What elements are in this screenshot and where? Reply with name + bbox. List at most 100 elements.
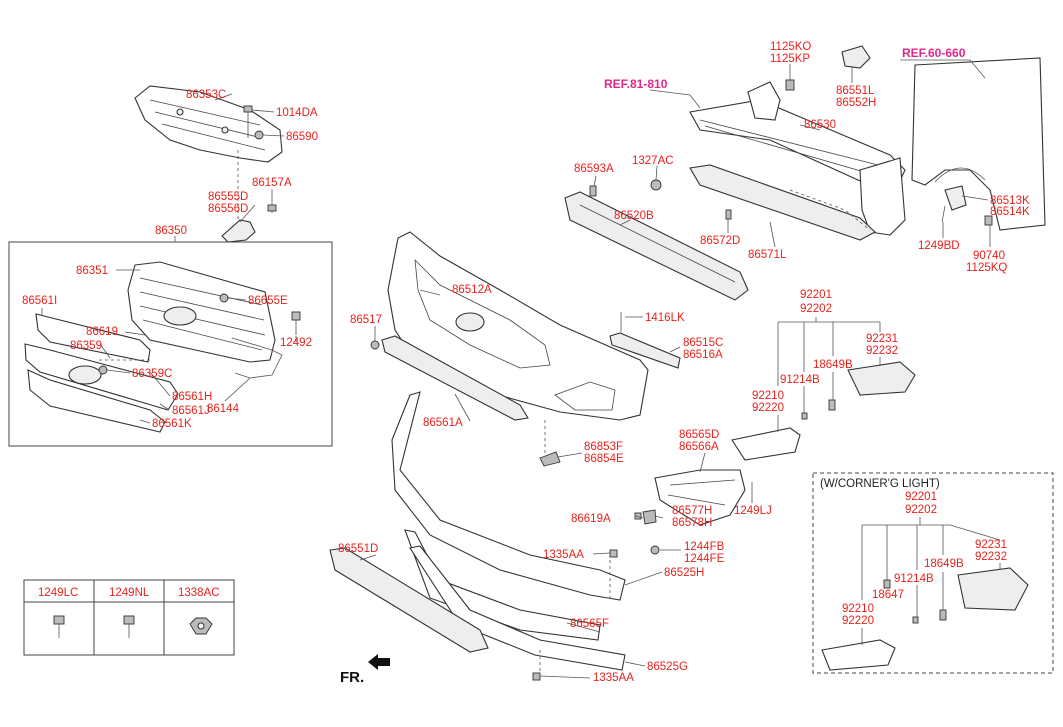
molding-86561K bbox=[27, 369, 166, 433]
label-86513K: 86513K bbox=[990, 195, 1030, 207]
bolt-90740 bbox=[984, 215, 993, 226]
fog-lamp-bracket-92231 bbox=[847, 361, 916, 396]
label-86561A: 86561A bbox=[423, 417, 463, 429]
label-1014DA: 1014DA bbox=[276, 107, 318, 119]
corner-light-title: (W/CORNER'G LIGHT) bbox=[820, 478, 940, 490]
corner-label-92232: 92232 bbox=[975, 551, 1007, 563]
clip-86593A bbox=[589, 185, 597, 197]
clip-86517 bbox=[370, 340, 380, 350]
ref-81-810: REF.81-810 bbox=[604, 77, 668, 91]
label-92201: 92201 bbox=[800, 289, 832, 301]
bumper-cover-86512A bbox=[387, 231, 649, 421]
fender-ref bbox=[911, 57, 1046, 231]
label-86572D: 86572D bbox=[700, 235, 740, 247]
absorber-86571L bbox=[689, 164, 876, 241]
label-86590: 86590 bbox=[286, 131, 318, 143]
label-86551D: 86551D bbox=[338, 543, 378, 555]
fog-lamp-bezel-86565D bbox=[654, 469, 746, 526]
label-86561J: 86561J bbox=[172, 405, 210, 417]
ref-60-660: REF.60-660 bbox=[902, 46, 966, 60]
corner-bulb-18649B bbox=[939, 609, 947, 621]
label-92202: 92202 bbox=[800, 303, 832, 315]
molding-86551D bbox=[329, 547, 489, 653]
bolt-1014DA bbox=[243, 105, 253, 138]
corner-label-91214B: 91214B bbox=[894, 573, 934, 585]
nut-icon-1338AC bbox=[189, 617, 213, 635]
label-1249BD: 1249BD bbox=[918, 240, 960, 252]
label-1244FB: 1244FB bbox=[684, 541, 725, 553]
bracket-86513K bbox=[944, 185, 967, 211]
bracket-86577H bbox=[642, 509, 657, 525]
label-86350: 86350 bbox=[155, 225, 187, 237]
label-86655E: 86655E bbox=[248, 295, 288, 307]
label-1327AC: 1327AC bbox=[632, 155, 674, 167]
label-1249LJ: 1249LJ bbox=[734, 505, 772, 517]
label-86359C: 86359C bbox=[132, 368, 172, 380]
corner-label-92220: 92220 bbox=[842, 615, 874, 627]
label-86561H: 86561H bbox=[172, 391, 212, 403]
label-1244FE: 1244FE bbox=[684, 553, 725, 565]
label-1125KP: 1125KP bbox=[770, 53, 810, 65]
bracket-86555D bbox=[221, 219, 256, 243]
label-86619A: 86619A bbox=[571, 513, 611, 525]
label-1125KQ: 1125KQ bbox=[966, 262, 1007, 274]
label-86516A: 86516A bbox=[683, 349, 723, 361]
reference-labels: REF.81-810 REF.60-660 bbox=[604, 46, 966, 91]
corner-lamp-bracket-92231 bbox=[957, 567, 1029, 611]
screw-1244FB bbox=[650, 545, 660, 555]
label-86517: 86517 bbox=[350, 314, 382, 326]
nut-1327AC bbox=[650, 179, 662, 191]
leader-lines bbox=[41, 59, 1001, 679]
socket-91214B bbox=[801, 412, 808, 420]
label-86515C: 86515C bbox=[683, 337, 723, 349]
label-92232: 92232 bbox=[866, 345, 898, 357]
label-86353C: 86353C bbox=[186, 89, 226, 101]
clip-86590 bbox=[254, 130, 264, 140]
label-86854E: 86854E bbox=[584, 453, 624, 465]
corner-label-92201: 92201 bbox=[905, 491, 937, 503]
screw-86157A bbox=[267, 195, 277, 213]
label-92210: 92210 bbox=[752, 390, 784, 402]
bracket-86853F bbox=[539, 451, 561, 467]
corner-label-18649B: 18649B bbox=[924, 558, 964, 570]
front-label: FR. bbox=[340, 669, 364, 686]
corner-label-18647: 18647 bbox=[872, 589, 904, 601]
label-86530: 86530 bbox=[804, 119, 836, 131]
label-86565F: 86565F bbox=[570, 618, 609, 630]
grille-lower-86561A bbox=[381, 335, 529, 421]
clip-86655E bbox=[219, 293, 229, 303]
table-header-1249LC: 1249LC bbox=[38, 587, 78, 599]
label-86555D: 86555D bbox=[208, 191, 248, 203]
corner-light-box bbox=[812, 472, 1054, 674]
label-90740: 90740 bbox=[973, 250, 1005, 262]
label-12492: 12492 bbox=[280, 337, 312, 349]
label-86593A: 86593A bbox=[574, 163, 614, 175]
molding-86561J bbox=[24, 343, 179, 411]
label-86853F: 86853F bbox=[584, 441, 623, 453]
table-header-1338AC: 1338AC bbox=[178, 587, 220, 599]
corner-label-92202: 92202 bbox=[905, 504, 937, 516]
label-1125KO: 1125KO bbox=[770, 41, 811, 53]
corner-label-92231: 92231 bbox=[975, 539, 1007, 551]
bracket-86515C bbox=[609, 332, 681, 369]
bulb-18649B bbox=[828, 399, 836, 411]
grille-assembly-box bbox=[8, 241, 333, 447]
bracket-86551L bbox=[841, 45, 871, 69]
upper-cover-part bbox=[134, 85, 283, 163]
bumper-beam-86530 bbox=[689, 81, 906, 236]
label-86556D: 86556D bbox=[208, 203, 248, 215]
grille-86351 bbox=[127, 261, 276, 363]
front-direction-arrow-icon bbox=[368, 654, 390, 670]
fastener-table bbox=[23, 579, 235, 656]
label-86619: 86619 bbox=[86, 326, 118, 338]
label-1335AA-upper: 1335AA bbox=[543, 549, 584, 561]
label-86144: 86144 bbox=[207, 403, 240, 415]
absorber-86520B bbox=[564, 191, 749, 301]
clip-1335AA bbox=[532, 549, 618, 681]
screw-icon-1249LC bbox=[53, 615, 65, 638]
bolt-1125KO bbox=[785, 79, 795, 91]
screw-icon-1249NL bbox=[123, 615, 135, 638]
label-86578H: 86578H bbox=[672, 517, 712, 529]
corner-label-92210: 92210 bbox=[842, 603, 874, 615]
